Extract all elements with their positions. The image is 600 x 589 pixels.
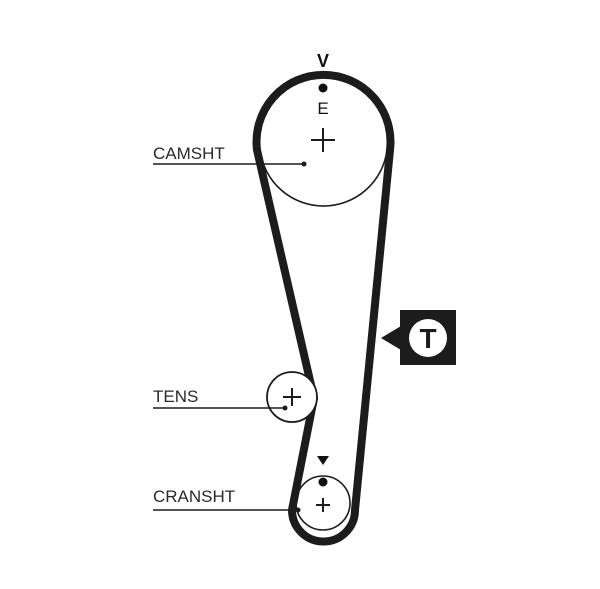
tensioner-center-cross-icon [283,388,301,406]
tensioner-label: TENS [153,387,198,406]
camshaft-center-cross-icon [311,128,335,152]
crankshaft-timing-triangle-icon [317,456,329,465]
camshaft-leader-dot [301,161,307,167]
camshaft-label: CAMSHT [153,144,225,163]
camshaft-timing-mark-v: V [317,51,329,71]
camshaft-pulley [259,149,388,207]
camshaft-timing-mark-e: E [317,99,328,118]
timing-belt [252,70,395,546]
crankshaft-label: CRANSHT [153,487,235,506]
crankshaft-center-cross-icon [316,498,330,512]
crankshaft-timing-dot [318,477,328,487]
crankshaft-pulley [295,475,351,531]
tension-badge-letter: T [419,323,436,354]
crankshaft-leader-dot [295,507,301,513]
tension-point-badge: T [381,310,456,365]
tensioner-leader-dot [282,405,288,411]
camshaft-timing-dot [318,83,328,93]
tension-point-arrow-icon [381,326,401,350]
tension-badge-circle [409,319,447,357]
